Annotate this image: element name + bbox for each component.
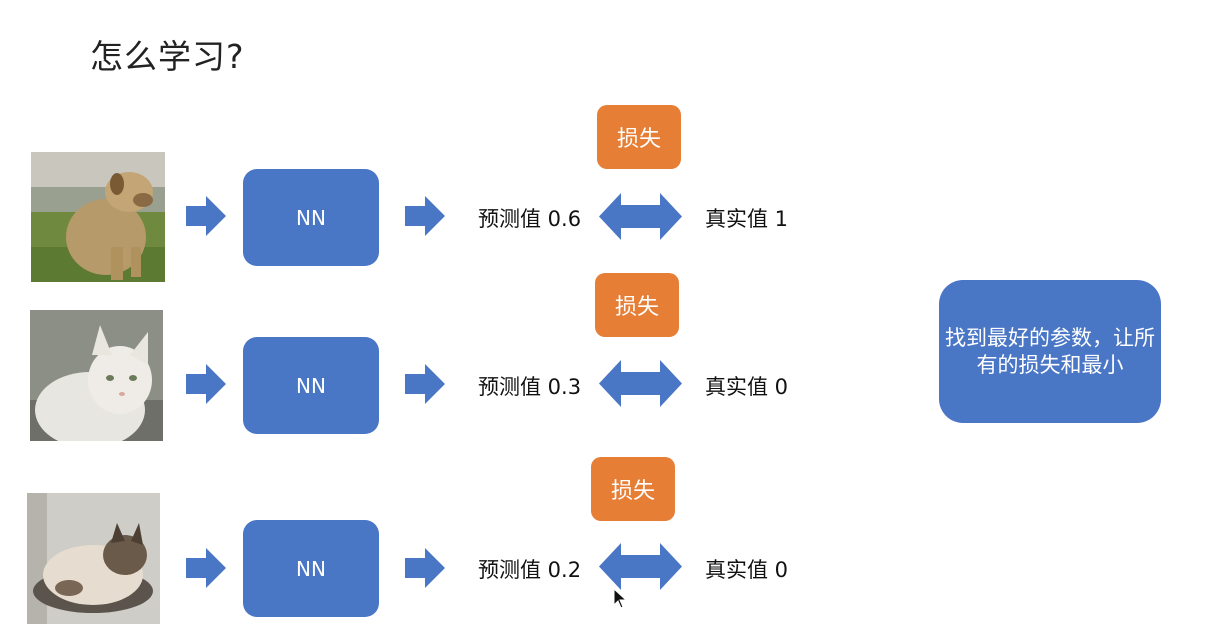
- nn-box: NN: [243, 520, 379, 617]
- loss-box: 损失: [591, 457, 675, 521]
- loss-box: 损失: [595, 273, 679, 337]
- nn-box: NN: [243, 169, 379, 266]
- arrow-right-icon: [186, 196, 226, 236]
- double-arrow-icon: [599, 543, 682, 590]
- actual-value: 真实值 1: [705, 207, 789, 231]
- double-arrow-icon: [599, 360, 682, 407]
- mouse-cursor-icon: [613, 588, 627, 609]
- dog-photo: [31, 152, 165, 282]
- siamese-cat-photo: [27, 493, 160, 624]
- summary-note: 找到最好的参数，让所有的损失和最小: [939, 280, 1161, 423]
- arrow-right-icon: [186, 548, 226, 588]
- arrow-right-icon: [405, 196, 445, 236]
- page-title: 怎么学习?: [90, 37, 245, 76]
- actual-value: 真实值 0: [705, 558, 789, 582]
- predicted-value: 预测值 0.2: [478, 558, 582, 582]
- arrow-right-icon: [405, 548, 445, 588]
- arrow-right-icon: [186, 364, 226, 404]
- actual-value: 真实值 0: [705, 375, 789, 399]
- predicted-value: 预测值 0.3: [478, 375, 582, 399]
- double-arrow-icon: [599, 193, 682, 240]
- loss-box: 损失: [597, 105, 681, 169]
- nn-box: NN: [243, 337, 379, 434]
- summary-note-text: 找到最好的参数，让所有的损失和最小: [945, 325, 1155, 377]
- arrow-right-icon: [405, 364, 445, 404]
- predicted-value: 预测值 0.6: [478, 207, 582, 231]
- white-cat-photo: [30, 310, 163, 441]
